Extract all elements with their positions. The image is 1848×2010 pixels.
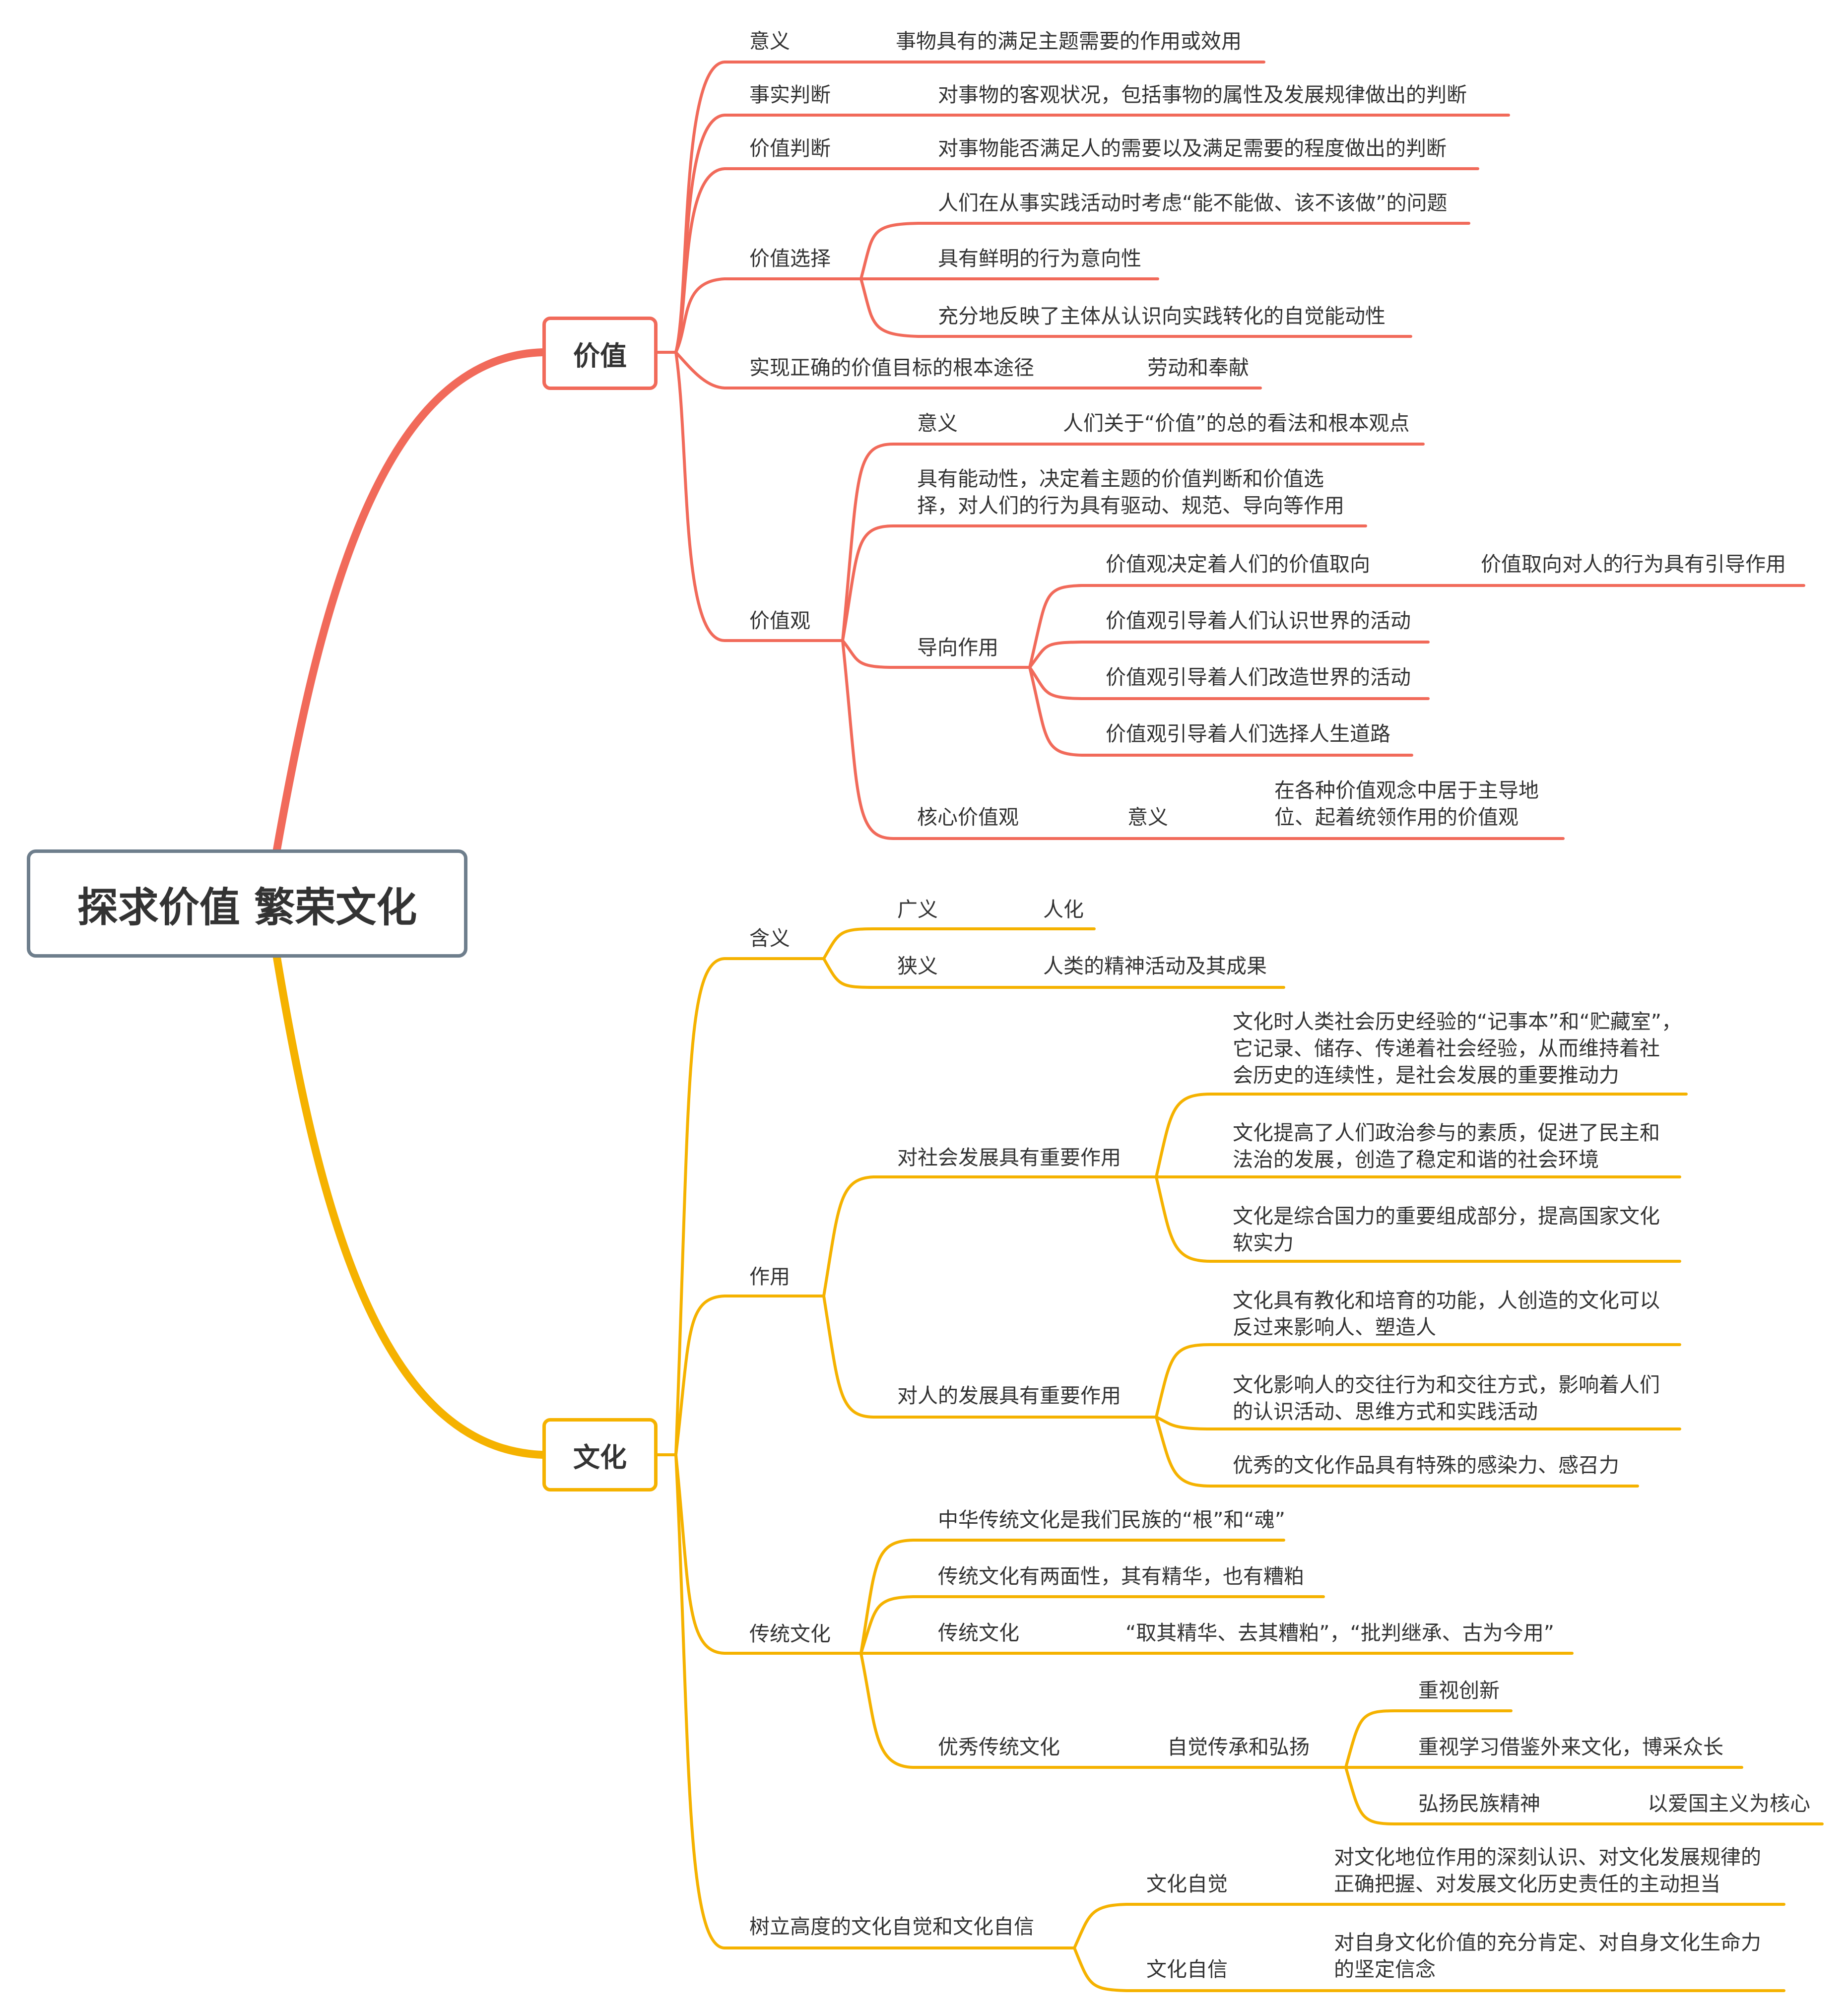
fact-judgment-label[interactable]: 事实判断	[749, 83, 831, 107]
guidance-label[interactable]: 导向作用	[917, 636, 998, 659]
guidance-item[interactable]: 价值观引导着人们选择人生道路	[1106, 722, 1390, 746]
value-view-meaning-text[interactable]: 人们关于“价值”的总的看法和根本观点	[1063, 411, 1410, 435]
people-item[interactable]: 文化具有教化和培育的功能，人创造的文化可以 反过来影响人、塑造人	[1233, 1289, 1660, 1339]
excellent-tradition-item[interactable]: 重视学习借鉴外来文化，博采众长	[1418, 1735, 1723, 1759]
inherit-label[interactable]: 自觉传承和弘扬	[1167, 1735, 1310, 1759]
society-label[interactable]: 对社会发展具有重要作用	[897, 1146, 1121, 1169]
tradition-attitude-label[interactable]: 传统文化	[938, 1621, 1019, 1645]
value-meaning-label[interactable]: 意义	[749, 29, 790, 53]
core-value-text[interactable]: 在各种价值观念中居于主导地 位、起着统领作用的价值观	[1274, 778, 1539, 829]
tradition-label[interactable]: 传统文化	[749, 1622, 831, 1646]
value-judgment-label[interactable]: 价值判断	[749, 136, 831, 160]
main-topic-culture[interactable]: 文化	[542, 1418, 658, 1491]
definition-narrow-label[interactable]: 狭义	[897, 954, 938, 978]
orientation-effect[interactable]: 价值取向对人的行为具有引导作用	[1481, 552, 1786, 576]
value-judgment-text[interactable]: 对事物能否满足人的需要以及满足需要的程度做出的判断	[938, 136, 1447, 160]
core-value-meaning-label[interactable]: 意义	[1127, 805, 1168, 829]
core-value-label[interactable]: 核心价值观	[917, 805, 1019, 829]
people-item[interactable]: 文化影响人的交往行为和交往方式，影响着人们 的认识活动、思维方式和实践活动	[1233, 1373, 1660, 1424]
guidance-item[interactable]: 价值观决定着人们的价值取向	[1106, 552, 1370, 576]
excellent-tradition-label[interactable]: 优秀传统文化	[938, 1735, 1060, 1759]
value-choice-item[interactable]: 充分地反映了主体从认识向实践转化的自觉能动性	[938, 304, 1386, 328]
guidance-item[interactable]: 价值观引导着人们认识世界的活动	[1106, 609, 1411, 633]
people-label[interactable]: 对人的发展具有重要作用	[897, 1384, 1121, 1408]
central-topic[interactable]: 探求价值 繁荣文化	[27, 849, 467, 958]
value-choice-label[interactable]: 价值选择	[749, 247, 831, 270]
definition-broad-text[interactable]: 人化	[1043, 898, 1084, 921]
value-meaning-text[interactable]: 事物具有的满足主题需要的作用或效用	[896, 29, 1242, 53]
function-label[interactable]: 作用	[749, 1265, 790, 1289]
root-to-value-branch	[273, 348, 546, 853]
excellent-tradition-item[interactable]: 重视创新	[1418, 1679, 1500, 1702]
path-text[interactable]: 劳动和奉献	[1147, 356, 1249, 380]
definition-label[interactable]: 含义	[749, 926, 790, 950]
value-choice-item[interactable]: 具有鲜明的行为意向性	[938, 247, 1141, 270]
people-item[interactable]: 优秀的文化作品具有特殊的感染力、感召力	[1233, 1453, 1619, 1477]
society-item[interactable]: 文化提高了人们政治参与的素质，促进了民主和 法治的发展，创造了稳定和谐的社会环境	[1233, 1121, 1660, 1171]
society-item[interactable]: 文化时人类社会历史经验的“记事本”和“贮藏室”， 它记录、储存、传递着社会经验，…	[1233, 1010, 1682, 1087]
guidance-item[interactable]: 价值观引导着人们改造世界的活动	[1106, 665, 1411, 689]
value-view-activity[interactable]: 具有能动性，决定着主题的价值判断和价值选 择，对人们的行为具有驱动、规范、导向等…	[917, 467, 1344, 518]
patriotism-core[interactable]: 以爱国主义为核心	[1648, 1792, 1810, 1815]
awareness-text[interactable]: 对文化地位作用的深刻认识、对文化发展规律的 正确把握、对发展文化历史责任的主动担…	[1334, 1845, 1761, 1896]
value-view-meaning-label[interactable]: 意义	[917, 411, 958, 435]
excellent-tradition-item[interactable]: 弘扬民族精神	[1418, 1792, 1540, 1815]
definition-narrow-text[interactable]: 人类的精神活动及其成果	[1043, 954, 1267, 978]
tradition-two-sides[interactable]: 传统文化有两面性，其有精华，也有糟粕	[938, 1564, 1304, 1588]
self-confidence-label[interactable]: 文化自信	[1146, 1957, 1228, 1981]
confidence-label[interactable]: 树立高度的文化自觉和文化自信	[749, 1915, 1034, 1939]
root-to-culture-branch	[273, 954, 546, 1459]
tradition-root-soul[interactable]: 中华传统文化是我们民族的“根”和“魂”	[938, 1508, 1285, 1532]
tradition-attitude-text[interactable]: “取其精华、去其糟粕”，“批判继承、古为今用”	[1125, 1621, 1554, 1645]
self-confidence-text[interactable]: 对自身文化价值的充分肯定、对自身文化生命力 的坚定信念	[1334, 1931, 1761, 1981]
society-item[interactable]: 文化是综合国力的重要组成部分，提高国家文化 软实力	[1233, 1204, 1660, 1255]
value-view-label[interactable]: 价值观	[749, 609, 810, 633]
value-choice-item[interactable]: 人们在从事实践活动时考虑“能不能做、该不该做”的问题	[938, 191, 1448, 215]
awareness-label[interactable]: 文化自觉	[1146, 1872, 1228, 1896]
path-label[interactable]: 实现正确的价值目标的根本途径	[749, 356, 1034, 380]
main-topic-value[interactable]: 价值	[542, 317, 658, 390]
fact-judgment-text[interactable]: 对事物的客观状况，包括事物的属性及发展规律做出的判断	[938, 83, 1467, 107]
definition-broad-label[interactable]: 广义	[897, 898, 938, 921]
